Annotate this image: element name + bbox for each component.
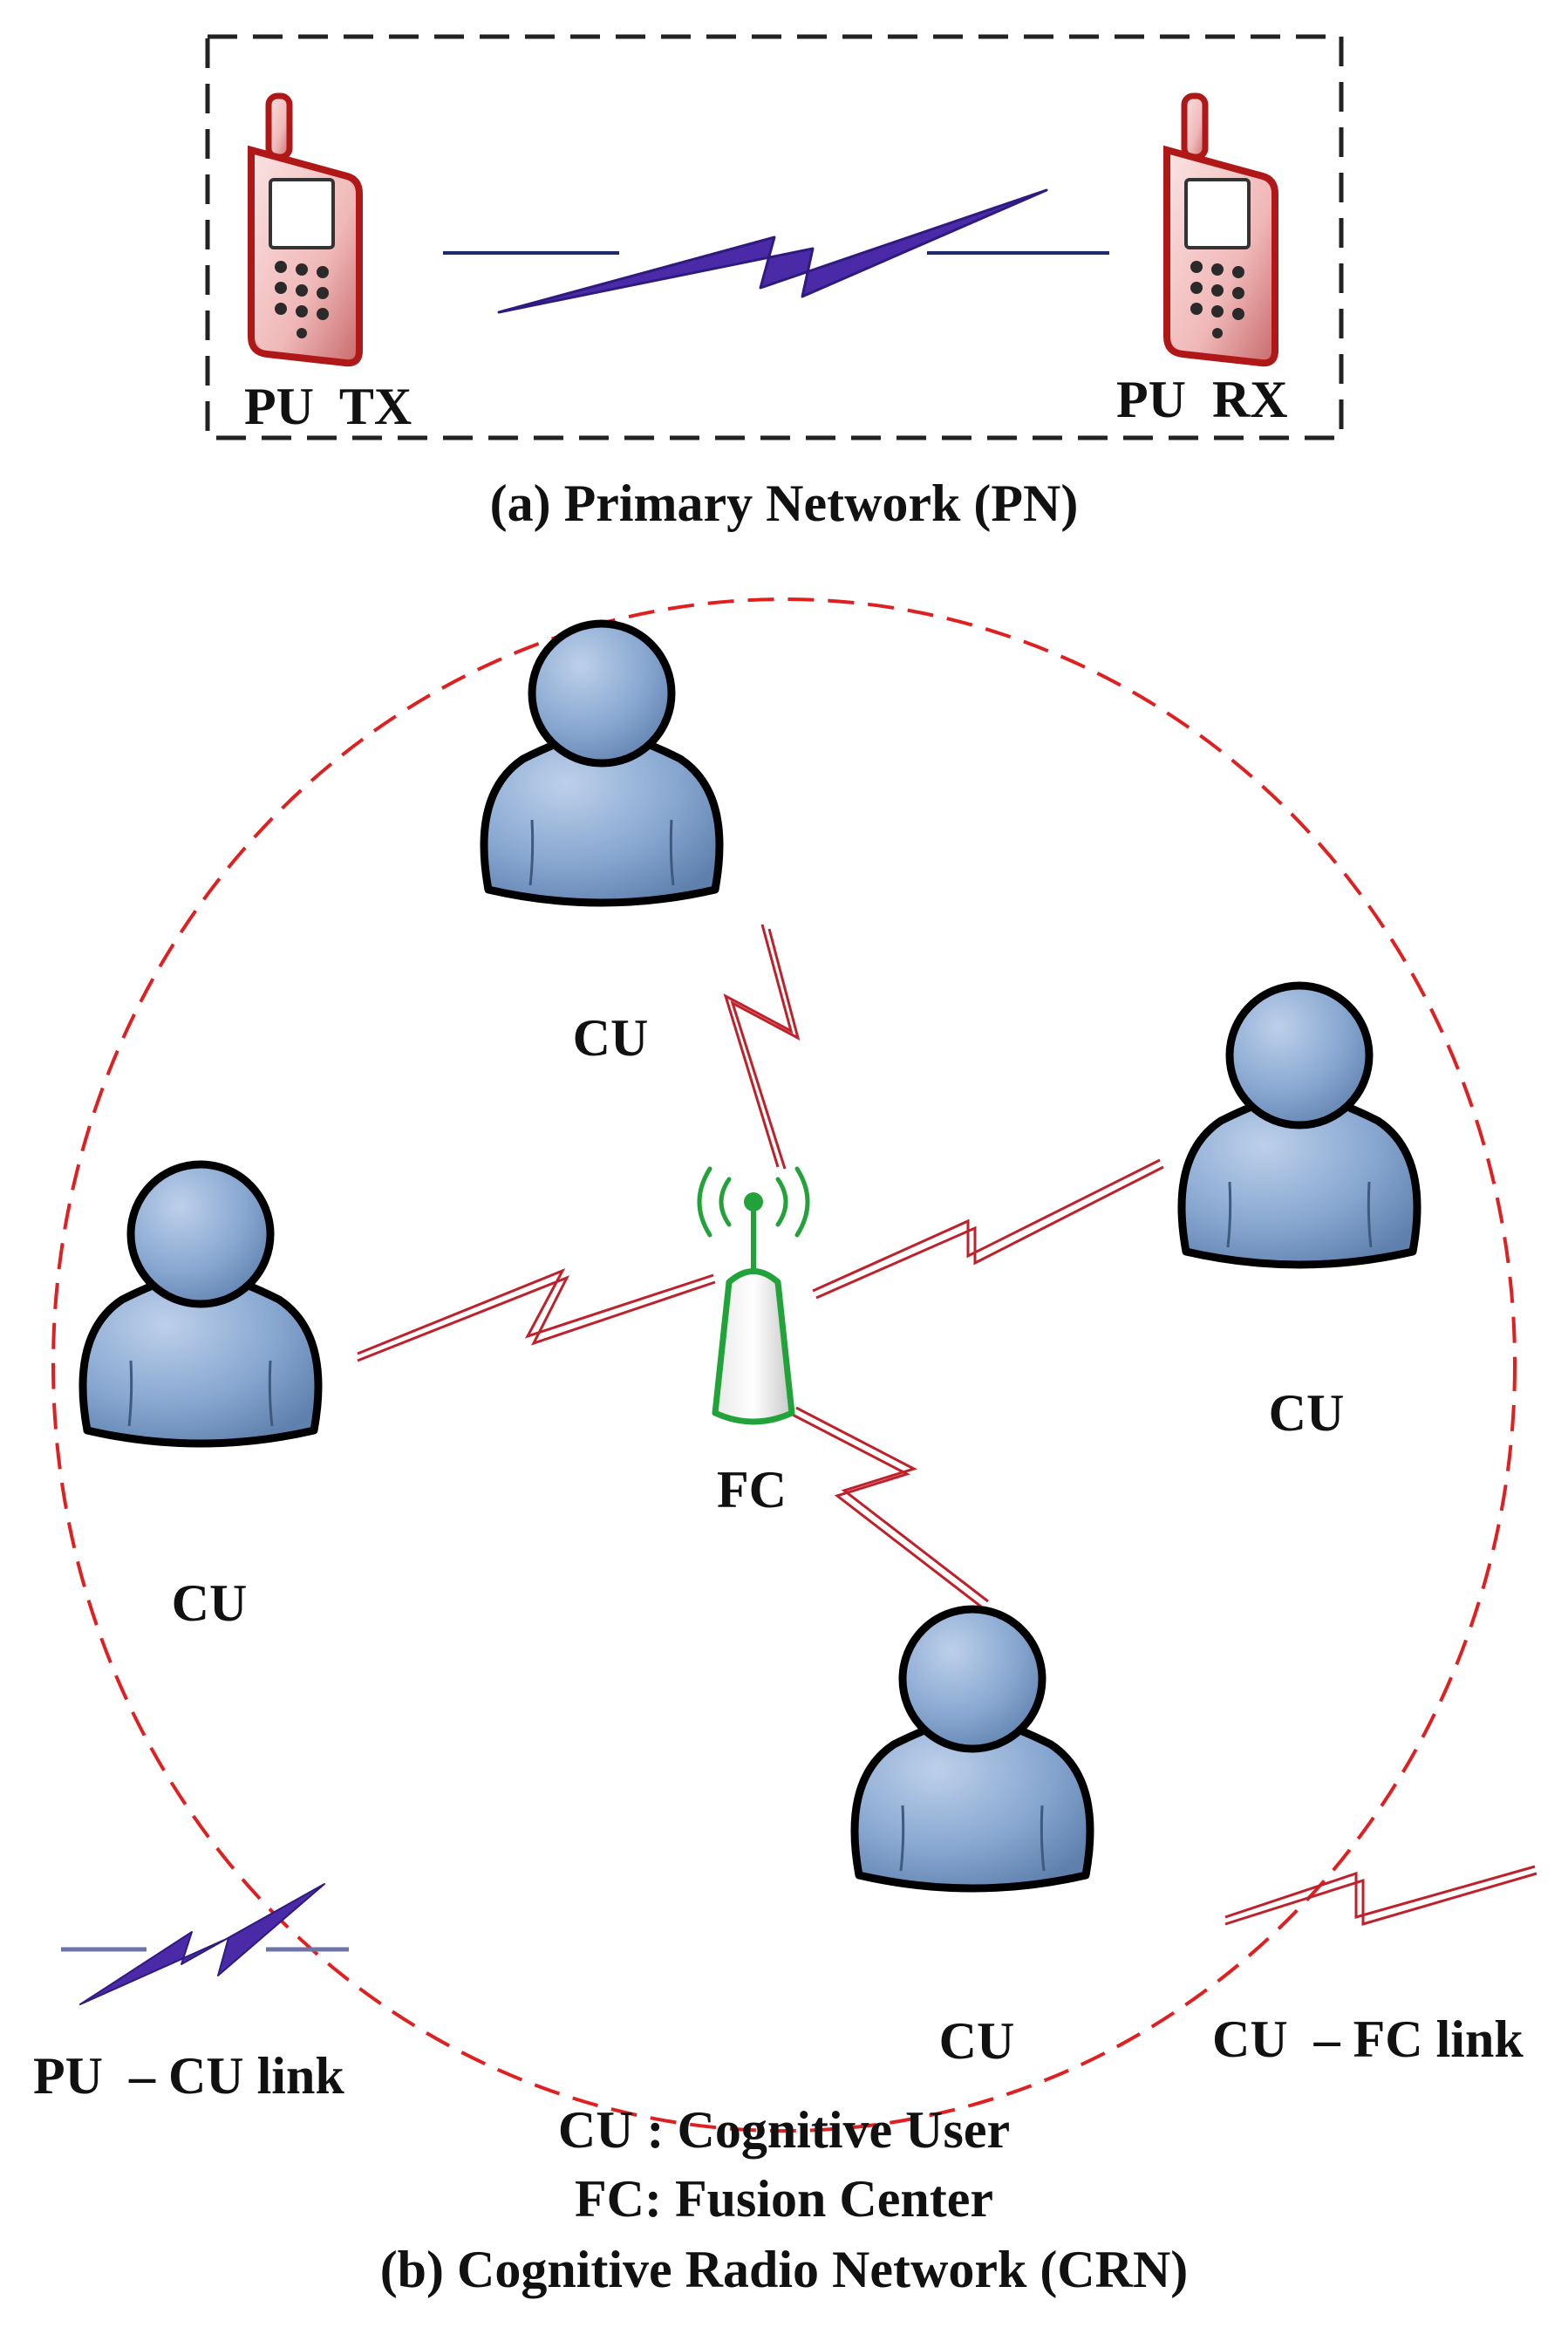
primary-network-panel: PU TX PU RX (a) Primary Network (PN) bbox=[205, 34, 1344, 532]
pu-rx-label: PU RX bbox=[1116, 371, 1288, 428]
pu-tx-phone-icon bbox=[251, 96, 359, 363]
cu-fc-link-bottom bbox=[788, 1406, 989, 1608]
fc-definition: FC: Fusion Center bbox=[575, 2170, 993, 2228]
purple-bolt-icon bbox=[79, 1883, 325, 2005]
legend-pu-cu-link: PU – CU link bbox=[33, 1883, 349, 2105]
legend-pu-cu-label: PU – CU link bbox=[33, 2047, 344, 2105]
cu-top-label: CU bbox=[573, 1009, 649, 1067]
cu-fc-links bbox=[357, 924, 1164, 1608]
cu-left-label: CU bbox=[172, 1574, 248, 1632]
pu-tx-rx-link bbox=[443, 188, 1109, 314]
legend-cu-fc-link: CU – FC link bbox=[1212, 1865, 1537, 2068]
cu-bottom-label: CU bbox=[939, 2012, 1015, 2070]
crn-caption: (b) Cognitive Radio Network (CRN) bbox=[380, 2241, 1189, 2298]
primary-network-box bbox=[205, 34, 1344, 440]
lightning-bolt-icon bbox=[497, 188, 1048, 314]
pu-tx-label: PU TX bbox=[244, 378, 412, 435]
fusion-center-antenna-icon bbox=[697, 1166, 810, 1425]
cu-fc-link-right bbox=[812, 1158, 1164, 1300]
cu-definition: CU : Cognitive User bbox=[558, 2101, 1010, 2159]
crn-range-circle bbox=[51, 597, 1517, 2133]
fc-label: FC bbox=[717, 1461, 787, 1519]
cu-bottom-user-icon bbox=[855, 1609, 1090, 1888]
cu-fc-link-left bbox=[357, 1268, 716, 1362]
primary-network-caption: (a) Primary Network (PN) bbox=[490, 474, 1079, 532]
cognitive-radio-network-panel: CU CU CU CU FC PU – CU link C bbox=[33, 597, 1537, 2298]
cu-left-user-icon bbox=[83, 1164, 318, 1444]
cu-fc-link-top bbox=[723, 924, 801, 1170]
cu-right-user-icon bbox=[1182, 986, 1417, 1265]
cu-top-user-icon bbox=[484, 624, 719, 903]
legend-cu-fc-label: CU – FC link bbox=[1212, 2010, 1524, 2068]
red-zigzag-icon bbox=[1224, 1865, 1537, 1926]
pu-rx-phone-icon bbox=[1167, 96, 1275, 363]
cu-right-label: CU bbox=[1269, 1384, 1345, 1442]
